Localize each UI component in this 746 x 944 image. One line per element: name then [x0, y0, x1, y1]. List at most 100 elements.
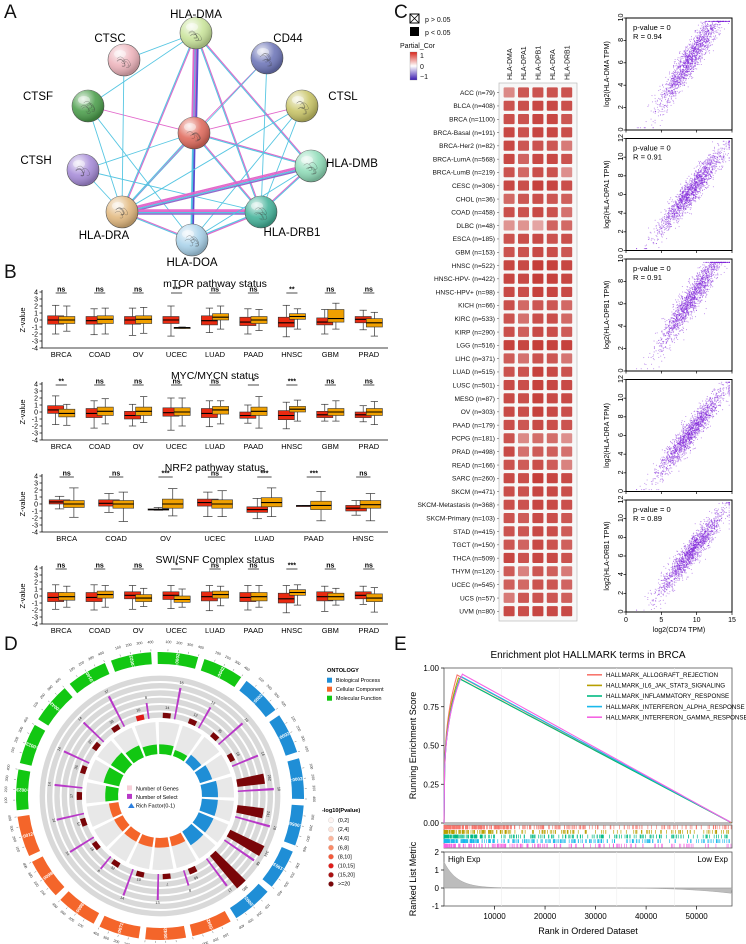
boxplot-category-label: BRCA	[51, 350, 72, 359]
go-axis-tick: 300	[283, 881, 290, 888]
heatmap-row-label: LGG (n=516)	[456, 343, 495, 350]
boxplot-y-axis-title: Z-value	[18, 399, 27, 424]
heatmap-cell	[532, 606, 543, 616]
heatmap-cell	[504, 407, 515, 417]
heatmap-cell	[504, 526, 515, 536]
heatmap-cell	[504, 380, 515, 390]
go-axis-tick: 300	[27, 871, 34, 878]
heatmap-cell	[561, 247, 572, 257]
heatmap-cell	[532, 407, 543, 417]
heatmap-column-label: HLA-DRA	[550, 49, 557, 80]
significance-marker: ns	[134, 563, 142, 570]
scatter-y-tick: 2	[616, 346, 625, 350]
go-circle-plot-svg: GO:00230261002003004001714GO:00230231002…	[0, 634, 398, 944]
heatmap-cell	[504, 287, 515, 297]
heatmap-cell	[547, 606, 558, 616]
boxplot-chart: SWI/SNF Complex status43210-1-2-3-4Z-val…	[18, 554, 388, 635]
boxplot-y-tick: 1	[34, 310, 38, 317]
scatter-plot: 024681012log2(HLA-DRA TPM)	[604, 375, 732, 494]
scatter-y-tick: 4	[616, 572, 625, 576]
circos-legend-item: Number of Genes	[136, 786, 179, 792]
heatmap-cell	[532, 181, 543, 191]
gsea-legend-item: HALLMARK_INTERFERON_ALPHA_RESPONSE	[606, 704, 745, 711]
heatmap-cell	[504, 393, 515, 403]
go-select-value: 13	[155, 901, 159, 905]
scatter-y-label: log2(HLA-DRB1 TPM)	[604, 521, 611, 590]
heatmap-row-label: SKCM-Metastasis (n=368)	[417, 502, 495, 509]
go-axis-tick: 400	[147, 640, 153, 644]
boxplot-y-axis-title: Z-value	[18, 583, 27, 608]
heatmap-cell	[532, 433, 543, 443]
heatmap-cell	[547, 287, 558, 297]
heatmap-cell	[504, 207, 515, 217]
significance-marker: ns	[249, 563, 257, 570]
go-select-value: 14	[47, 782, 51, 786]
heatmap-cell	[532, 274, 543, 284]
heatmap-cell	[518, 380, 529, 390]
heatmap-cell	[518, 300, 529, 310]
heatmap-row-label: HNSC-HPV+ (n=98)	[436, 289, 495, 296]
panel-d-label: D	[4, 634, 18, 656]
heatmap-cell	[532, 167, 543, 177]
gsea-y-tick: 0.25	[423, 780, 439, 789]
go-axis-tick: 100	[290, 715, 296, 722]
scatter-y-tick: 4	[616, 324, 625, 328]
boxplot-category-label: OV	[133, 350, 144, 359]
heatmap-row-label: THYM (n=120)	[452, 569, 495, 576]
heatmap-cell	[561, 300, 572, 310]
scatter-y-tick: 6	[616, 554, 625, 558]
scatter-r-value: R = 0.89	[633, 514, 662, 523]
significance-marker: ns	[57, 287, 65, 294]
heatmap-cell	[532, 460, 543, 470]
heatmap-cell	[532, 300, 543, 310]
heatmap-row-label: CHOL (n=36)	[456, 196, 495, 203]
boxplot-category-label: OV	[133, 442, 144, 451]
boxplot-y-tick: -2	[32, 607, 38, 614]
gsea-legend-item: HALLMARK_IL6_JAK_STAT3_SIGNALING	[606, 683, 725, 690]
pvalue-legend-item: (0,2]	[338, 818, 349, 824]
boxplot-y-tick: -4	[32, 621, 38, 628]
ontology-legend-item: Molecular Function	[336, 696, 382, 702]
heatmap-cell	[561, 287, 572, 297]
heatmap-column-label: HLA-DPB1	[536, 46, 543, 80]
heatmap-cell	[518, 101, 529, 111]
go-axis-tick: 100	[309, 763, 314, 770]
network-node-label: HLA-DMA	[170, 9, 222, 21]
heatmap-row-label: READ (n=166)	[452, 462, 495, 469]
heatmap-cell	[504, 87, 515, 97]
heatmap-cell	[518, 314, 529, 324]
scatter-y-tick: 2	[616, 229, 625, 233]
go-axis-tick: 200	[113, 939, 120, 944]
heatmap-cell	[504, 540, 515, 550]
heatmap-row-label: LUSC (n=501)	[453, 382, 495, 389]
scatter-y-tick: 4	[616, 211, 625, 215]
network-node-label: HLA-DMB	[326, 158, 378, 170]
heatmap-cell	[504, 300, 515, 310]
boxplot-y-tick: 3	[34, 388, 38, 395]
significance-marker: ns	[134, 379, 142, 386]
heatmap-cell	[518, 194, 529, 204]
go-axis-tick: 400	[93, 931, 100, 937]
heatmap-cell	[504, 314, 515, 324]
heatmap-row-label: KIRC (n=533)	[455, 316, 496, 323]
scatter-plot: 0246810log2(HLA-DPB1 TPM)p-value = 0R = …	[604, 255, 732, 374]
heatmap-cell	[547, 420, 558, 430]
heatmap-cell	[518, 154, 529, 164]
network-node-label: CTSC	[94, 33, 125, 45]
go-select-value: 18	[277, 787, 281, 791]
gsea-y-tick: 0.75	[423, 703, 439, 712]
go-axis-tick: 300	[103, 935, 110, 941]
heatmap-cell	[547, 274, 558, 284]
heatmap-cell	[518, 207, 529, 217]
heatmap-cell	[504, 486, 515, 496]
boxplot-y-tick: -1	[32, 416, 38, 423]
heatmap-cell	[547, 87, 558, 97]
scatter-x-label: log2(CD74 TPM)	[653, 627, 705, 634]
go-axis-tick: 400	[276, 889, 283, 896]
boxplot-category-label: LUAD	[205, 350, 226, 359]
go-axis-tick: 100	[264, 903, 271, 910]
heatmap-cell	[504, 513, 515, 523]
boxplot-y-tick: -4	[32, 345, 38, 352]
heatmap-cell	[532, 327, 543, 337]
boxplot-category-label: GBM	[322, 442, 339, 451]
